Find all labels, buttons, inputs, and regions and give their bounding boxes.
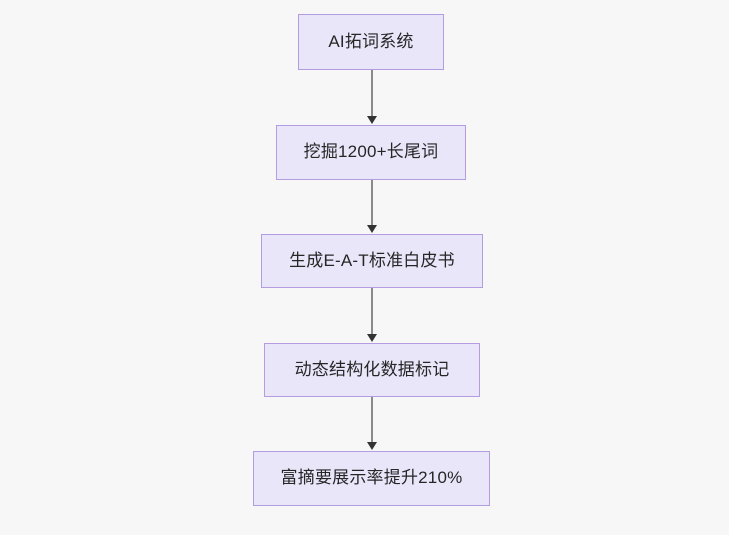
arrowhead-icon	[366, 442, 377, 450]
flowchart-node-2[interactable]: 挖掘1200+长尾词	[276, 125, 466, 180]
flowchart-edge-2-3	[366, 180, 377, 234]
flowchart-node-5[interactable]: 富摘要展示率提升210%	[253, 451, 490, 506]
flowchart-edge-3-4	[366, 288, 377, 343]
arrowhead-icon	[366, 334, 377, 342]
flowchart-edge-4-5	[366, 397, 377, 451]
flowchart-node-5-label: 富摘要展示率提升210%	[280, 468, 463, 488]
flowchart-node-4-label: 动态结构化数据标记	[294, 359, 450, 379]
flowchart-node-3[interactable]: 生成E-A-T标准白皮书	[261, 234, 483, 288]
edge-line	[371, 70, 373, 117]
flowchart-node-4[interactable]: 动态结构化数据标记	[264, 343, 480, 397]
flowchart-node-1-label: AI拓词系统	[328, 31, 414, 51]
flowchart-edge-1-2	[366, 70, 377, 125]
edge-line	[371, 288, 373, 335]
edge-line	[371, 180, 373, 226]
arrowhead-icon	[366, 116, 377, 124]
arrowhead-icon	[366, 225, 377, 233]
flowchart-node-3-label: 生成E-A-T标准白皮书	[289, 250, 455, 270]
flowchart-node-1[interactable]: AI拓词系统	[298, 14, 444, 70]
edge-line	[371, 397, 373, 443]
flowchart-node-2-label: 挖掘1200+长尾词	[303, 142, 439, 162]
